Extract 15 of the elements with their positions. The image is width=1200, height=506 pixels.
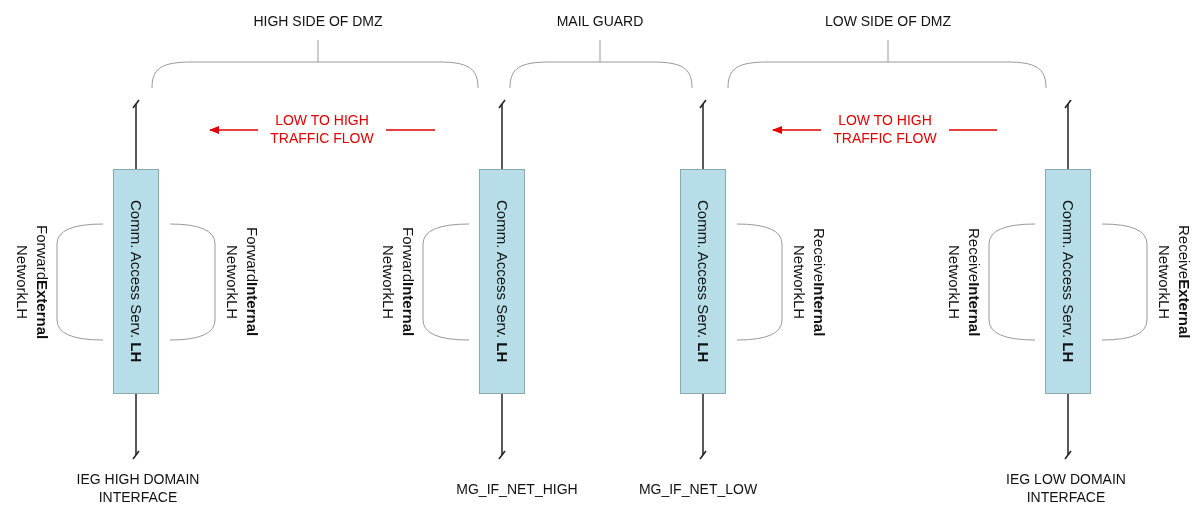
interface-name: MG_IF_NET_LOW <box>638 480 758 498</box>
section-heading: MAIL GUARD <box>556 12 644 30</box>
server-box <box>113 169 159 394</box>
interface-name: MG_IF_NET_HIGH <box>456 480 578 498</box>
server-box <box>680 169 726 394</box>
box-label: Comm. Access Serv. LH <box>493 200 511 363</box>
box-label: Comm. Access Serv. LH <box>127 200 145 363</box>
box-label: Comm. Access Serv. LH <box>1059 200 1077 363</box>
section-heading: LOW SIDE OF DMZ <box>825 12 951 30</box>
interface-name: IEG LOW DOMAIN INTERFACE <box>1005 470 1127 506</box>
server-box <box>1045 169 1091 394</box>
server-box <box>479 169 525 394</box>
interface-name: IEG HIGH DOMAIN INTERFACE <box>75 470 201 506</box>
box-label: Comm. Access Serv. LH <box>694 200 712 363</box>
section-heading: HIGH SIDE OF DMZ <box>253 12 383 30</box>
